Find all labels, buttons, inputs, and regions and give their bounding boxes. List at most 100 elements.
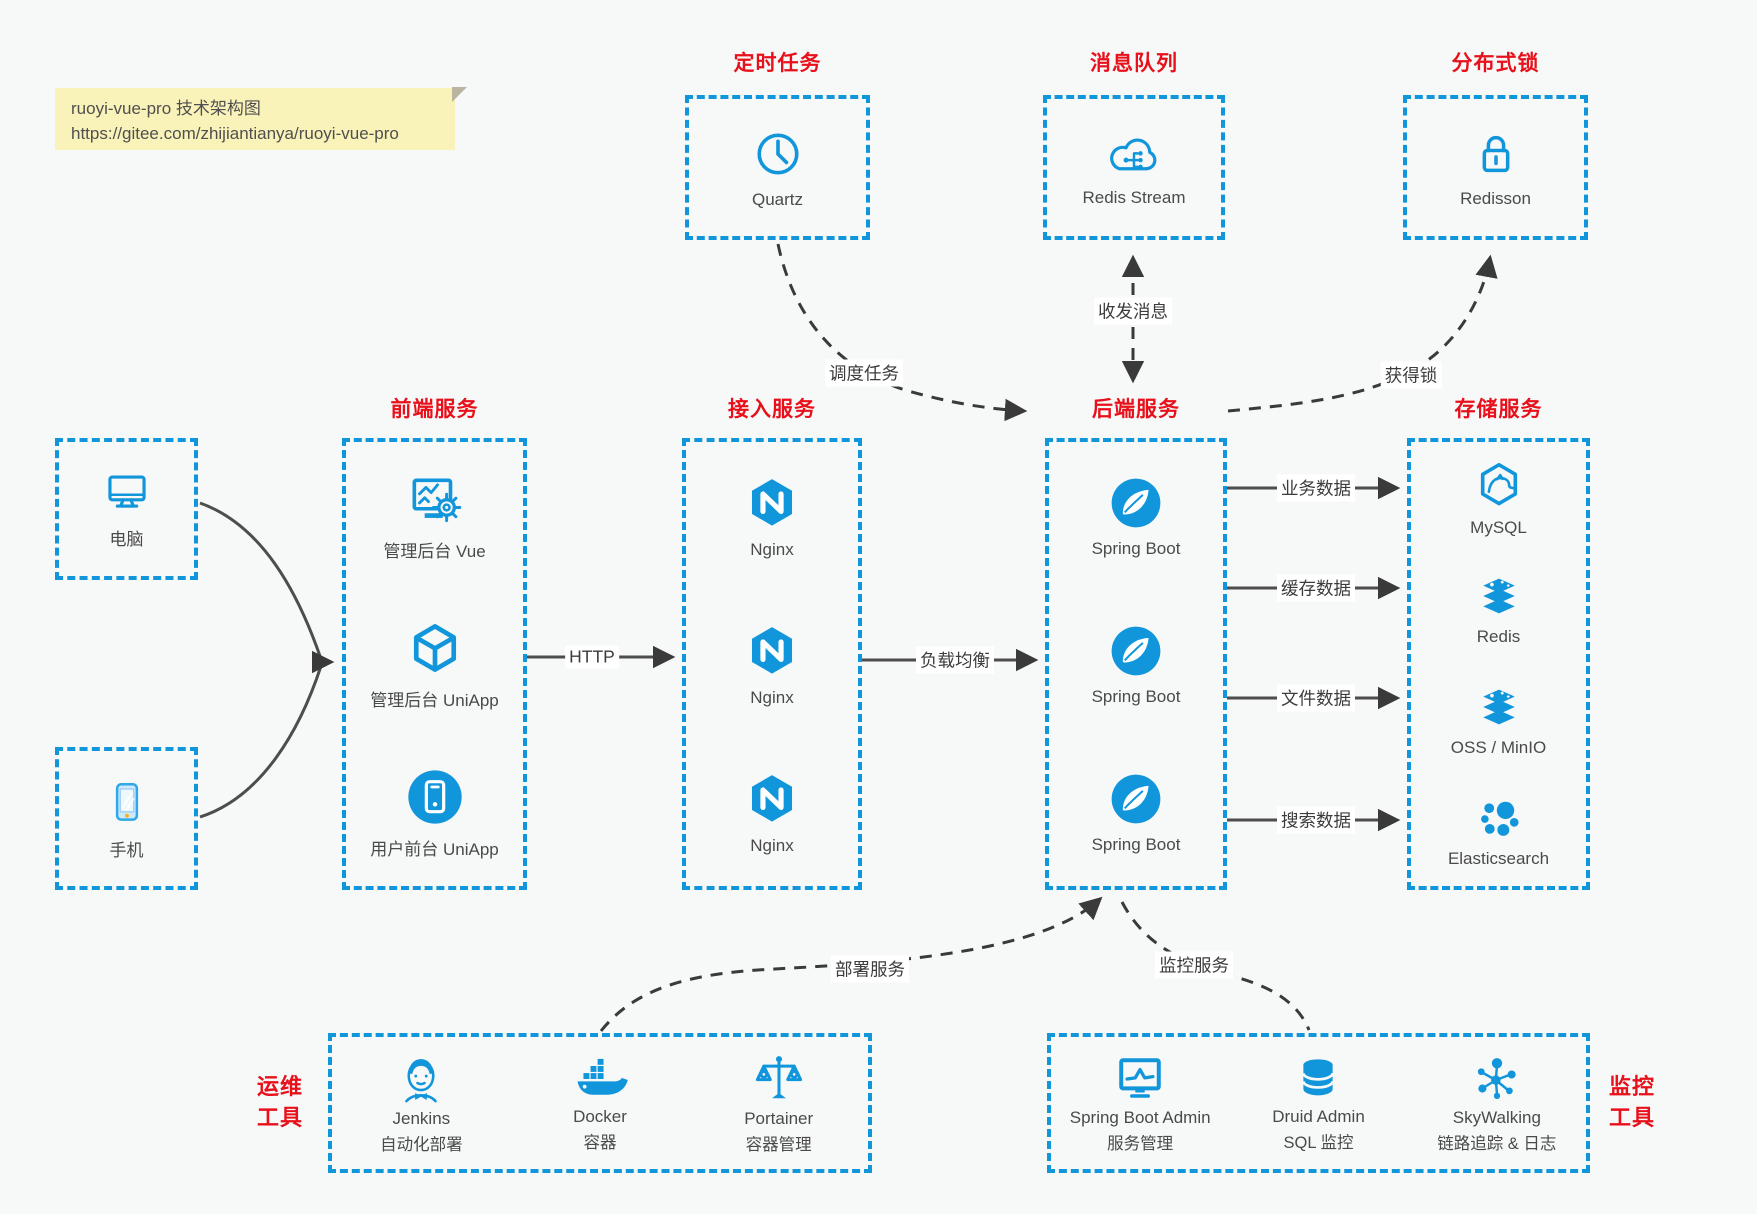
wire-label-load-balance: 负载均衡 [916, 646, 994, 674]
gateway-item-label: Nginx [750, 540, 794, 559]
cloud-stream-icon [1104, 127, 1164, 181]
storage-item-mysql: MySQL [1411, 442, 1586, 553]
monitor-item-desc: SQL 监控 [1283, 1134, 1354, 1152]
gateway-item-nginx-2: Nginx [686, 590, 858, 738]
wire-pc-to-frontend [199, 501, 323, 660]
wire-label-file-data: 文件数据 [1277, 684, 1355, 712]
nginx-icon [741, 768, 803, 830]
backend-item-springboot-3: Spring Boot [1049, 738, 1223, 886]
admin-dashboard-icon [404, 471, 466, 531]
monitor-item-druid: Druid Admin SQL 监控 [1229, 1053, 1407, 1153]
monitor-tools-box: Spring Boot Admin 服务管理 Druid Admin SQL 监… [1047, 1033, 1590, 1173]
ops-item-desc: 容器 [583, 1134, 617, 1152]
monitor-item-name: SkyWalking [1452, 1108, 1541, 1127]
redis-stream-box: Redis Stream [1043, 95, 1225, 240]
wire-label-schedule: 调度任务 [825, 359, 903, 387]
ops-item-name: Portainer [744, 1109, 814, 1128]
redisson-label: Redisson [1460, 189, 1531, 208]
uniapp-cube-icon [404, 618, 466, 680]
section-title-backend: 后端服务 [1092, 398, 1180, 421]
portainer-scales-icon [751, 1051, 807, 1107]
ops-item-name: Docker [573, 1107, 627, 1126]
backend-item-label: Spring Boot [1091, 687, 1181, 706]
monitor-item-desc: 链路追踪 & 日志 [1437, 1135, 1557, 1153]
gateway-item-nginx-3: Nginx [686, 738, 858, 886]
wire-lock [1227, 254, 1498, 413]
note-fold-corner [452, 87, 467, 102]
section-title-gateway: 接入服务 [728, 398, 816, 421]
monitor-item-skywalking: SkyWalking 链路追踪 & 日志 [1408, 1052, 1586, 1154]
frontend-item-user-uniapp: 用户前台 UniApp [346, 738, 523, 886]
storage-item-label: MySQL [1470, 517, 1527, 537]
nginx-icon [741, 472, 803, 534]
sticky-note: ruoyi-vue-pro 技术架构图 https://gitee.com/zh… [55, 87, 467, 150]
ops-label-line2: 工具 [256, 1104, 303, 1130]
monitor-item-sba: Spring Boot Admin 服务管理 [1051, 1052, 1229, 1154]
phone-box: 手机 [55, 747, 198, 890]
phone-label: 手机 [109, 840, 144, 860]
wire-label-biz-data: 业务数据 [1277, 474, 1355, 502]
pc-box: 电脑 [55, 438, 198, 580]
monitor-item-name: Spring Boot Admin [1069, 1108, 1211, 1127]
spring-boot-icon [1106, 769, 1166, 829]
mysql-icon [1472, 458, 1526, 512]
gateway-item-label: Nginx [750, 836, 794, 855]
wire-label-monitor: 监控服务 [1155, 951, 1233, 979]
gateway-item-label: Nginx [750, 688, 794, 707]
ops-item-portainer: Portainer 容器管理 [689, 1051, 868, 1155]
wire-label-cache-data: 缓存数据 [1277, 574, 1355, 602]
section-title-distributed-lock: 分布式锁 [1451, 52, 1540, 75]
ops-item-name: Jenkins [392, 1109, 451, 1128]
redisson-box: Redisson [1403, 95, 1588, 240]
skywalking-network-icon [1470, 1052, 1524, 1106]
storage-item-label: OSS / MinIO [1450, 737, 1547, 757]
note-url: https://gitee.com/zhijiantianya/ruoyi-vu… [71, 123, 399, 143]
monitor-item-desc: 服务管理 [1107, 1135, 1174, 1153]
redis-stream-label: Redis Stream [1082, 188, 1186, 207]
wire-phone-to-frontend [199, 665, 323, 819]
ops-item-desc: 自动化部署 [380, 1136, 463, 1154]
storage-item-elasticsearch: Elasticsearch [1411, 775, 1586, 886]
note-title: ruoyi-vue-pro 技术架构图 [71, 99, 261, 118]
backend-item-springboot-2: Spring Boot [1049, 590, 1223, 738]
storage-item-redis: Redis [1411, 553, 1586, 664]
backend-item-springboot-1: Spring Boot [1049, 442, 1223, 590]
redis-stack-icon [1472, 571, 1526, 621]
ops-item-desc: 容器管理 [745, 1136, 812, 1154]
monitor-tools-side-label: 监控 工具 [1600, 1072, 1664, 1134]
phone-circle-icon [403, 765, 467, 829]
lock-icon [1468, 126, 1524, 182]
clock-icon [749, 125, 807, 183]
section-title-storage: 存储服务 [1454, 398, 1543, 421]
ops-item-jenkins: Jenkins 自动化部署 [332, 1051, 511, 1155]
wire-label-message: 收发消息 [1094, 297, 1172, 325]
frontend-item-admin-uniapp: 管理后台 UniApp [346, 590, 523, 738]
frontend-item-label: 管理后台 UniApp [370, 690, 499, 710]
wire-label-lock: 获得锁 [1380, 361, 1442, 389]
jenkins-icon [393, 1051, 449, 1107]
frontend-item-label: 管理后台 Vue [383, 541, 486, 561]
druid-database-icon [1291, 1053, 1345, 1105]
monitor-item-name: Druid Admin [1272, 1107, 1365, 1126]
gateway-box: Nginx Nginx Nginx [682, 438, 862, 890]
nginx-icon [741, 620, 803, 682]
oss-stack-icon [1472, 682, 1526, 732]
storage-item-label: Elasticsearch [1447, 848, 1550, 868]
ops-tools-side-label: 运维 工具 [248, 1072, 312, 1134]
monitor-label-line2: 工具 [1608, 1104, 1655, 1130]
backend-box: Spring Boot Spring Boot Spring Boot [1045, 438, 1227, 890]
ops-item-docker: Docker 容器 [511, 1053, 690, 1153]
elasticsearch-icon [1472, 793, 1526, 843]
storage-item-label: Redis [1476, 626, 1521, 646]
section-title-message-queue: 消息队列 [1090, 52, 1178, 75]
ops-tools-box: Jenkins 自动化部署 Docker 容器 [328, 1033, 872, 1173]
frontend-box: 管理后台 Vue 管理后台 UniApp 用户前台 UniApp [342, 438, 527, 890]
backend-item-label: Spring Boot [1091, 539, 1181, 558]
spring-boot-icon [1106, 473, 1166, 533]
frontend-item-label: 用户前台 UniApp [370, 839, 499, 859]
backend-item-label: Spring Boot [1091, 835, 1181, 854]
wire-label-search-data: 搜索数据 [1277, 806, 1355, 834]
quartz-box: Quartz [685, 95, 870, 240]
ops-label-line1: 运维 [256, 1074, 303, 1099]
